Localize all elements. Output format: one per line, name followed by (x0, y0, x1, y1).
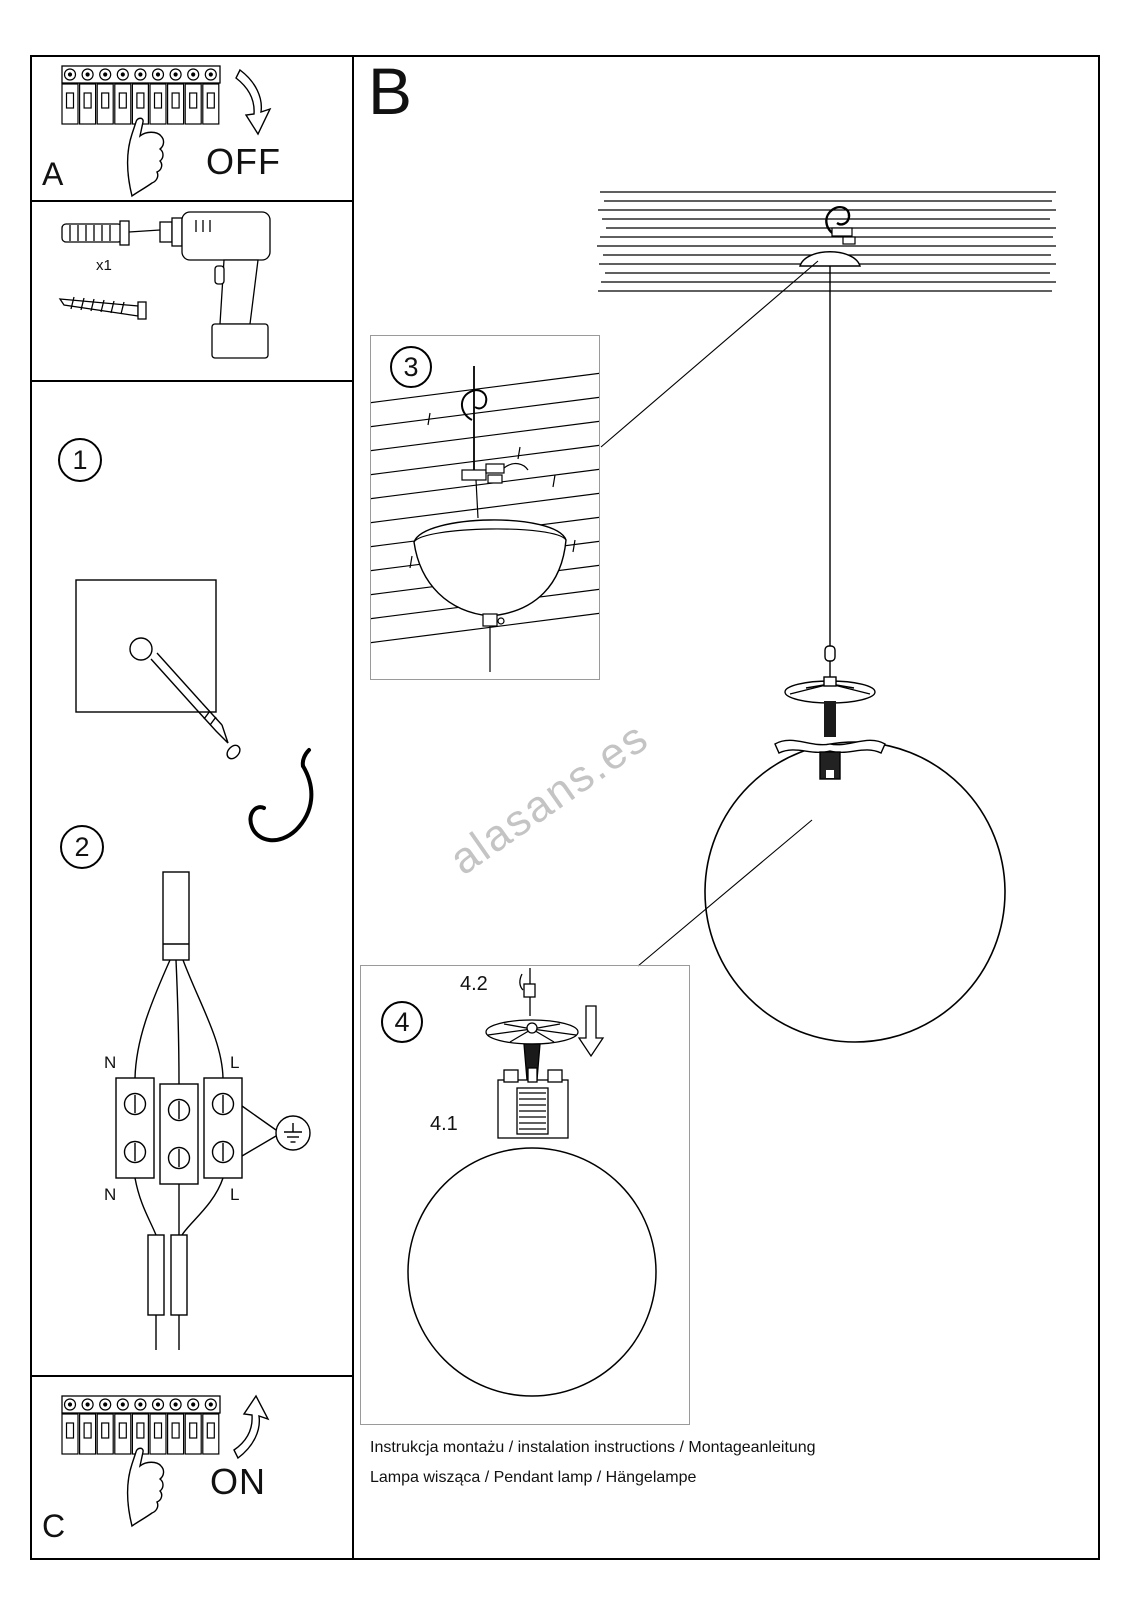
dowel-quantity-label: x1 (96, 257, 112, 274)
breaker-on-illustration (62, 1394, 270, 1526)
panel-b-label: B (368, 54, 413, 128)
footer-product-line: Lampa wisząca / Pendant lamp / Hängelamp… (370, 1469, 697, 1486)
pendant-lamp-illustration (704, 266, 1006, 1043)
footer-instructions-line: Instrukcja montażu / instalation instruc… (370, 1439, 816, 1456)
step-2-number: 2 (74, 831, 90, 862)
wire-l-bottom-label: L (230, 1185, 240, 1204)
box-c-top-border (30, 1375, 352, 1377)
wall-anchor-illustration (75, 579, 314, 843)
globe-assembly-detail-illustration (407, 968, 657, 1397)
step-3-inset-box (370, 335, 600, 680)
ceiling-mount-detail-illustration (371, 366, 599, 672)
wire-n-bottom-label: N (104, 1185, 117, 1204)
step-4-number: 4 (394, 1006, 410, 1037)
wiring-illustration (115, 871, 311, 1350)
leader-lines (600, 260, 819, 967)
canopy-part-label: 4.2 (460, 973, 488, 995)
panel-c-label: C (42, 1508, 66, 1544)
breaker-off-illustration (62, 66, 272, 196)
step-3-badge: 3 (390, 346, 432, 388)
step-3-number: 3 (403, 351, 419, 382)
drill-box-bottom-border (30, 380, 352, 382)
power-on-label: ON (210, 1461, 266, 1502)
step-1-number: 1 (72, 444, 88, 475)
step-4-inset-box (360, 965, 690, 1425)
step-1-badge: 1 (58, 438, 102, 482)
box-a-bottom-border (30, 200, 352, 202)
step-2-badge: 2 (60, 825, 104, 869)
wire-l-top-label: L (230, 1053, 240, 1072)
step-4-badge: 4 (381, 1001, 423, 1043)
column-divider (352, 55, 354, 1560)
panel-a-label: A (42, 156, 64, 192)
wire-n-top-label: N (104, 1053, 117, 1072)
power-off-label: OFF (206, 141, 281, 182)
ceiling-illustration (597, 191, 1056, 292)
globe-part-label: 4.1 (430, 1113, 458, 1135)
drill-kit-illustration (58, 211, 271, 359)
page-border (30, 55, 1100, 1560)
